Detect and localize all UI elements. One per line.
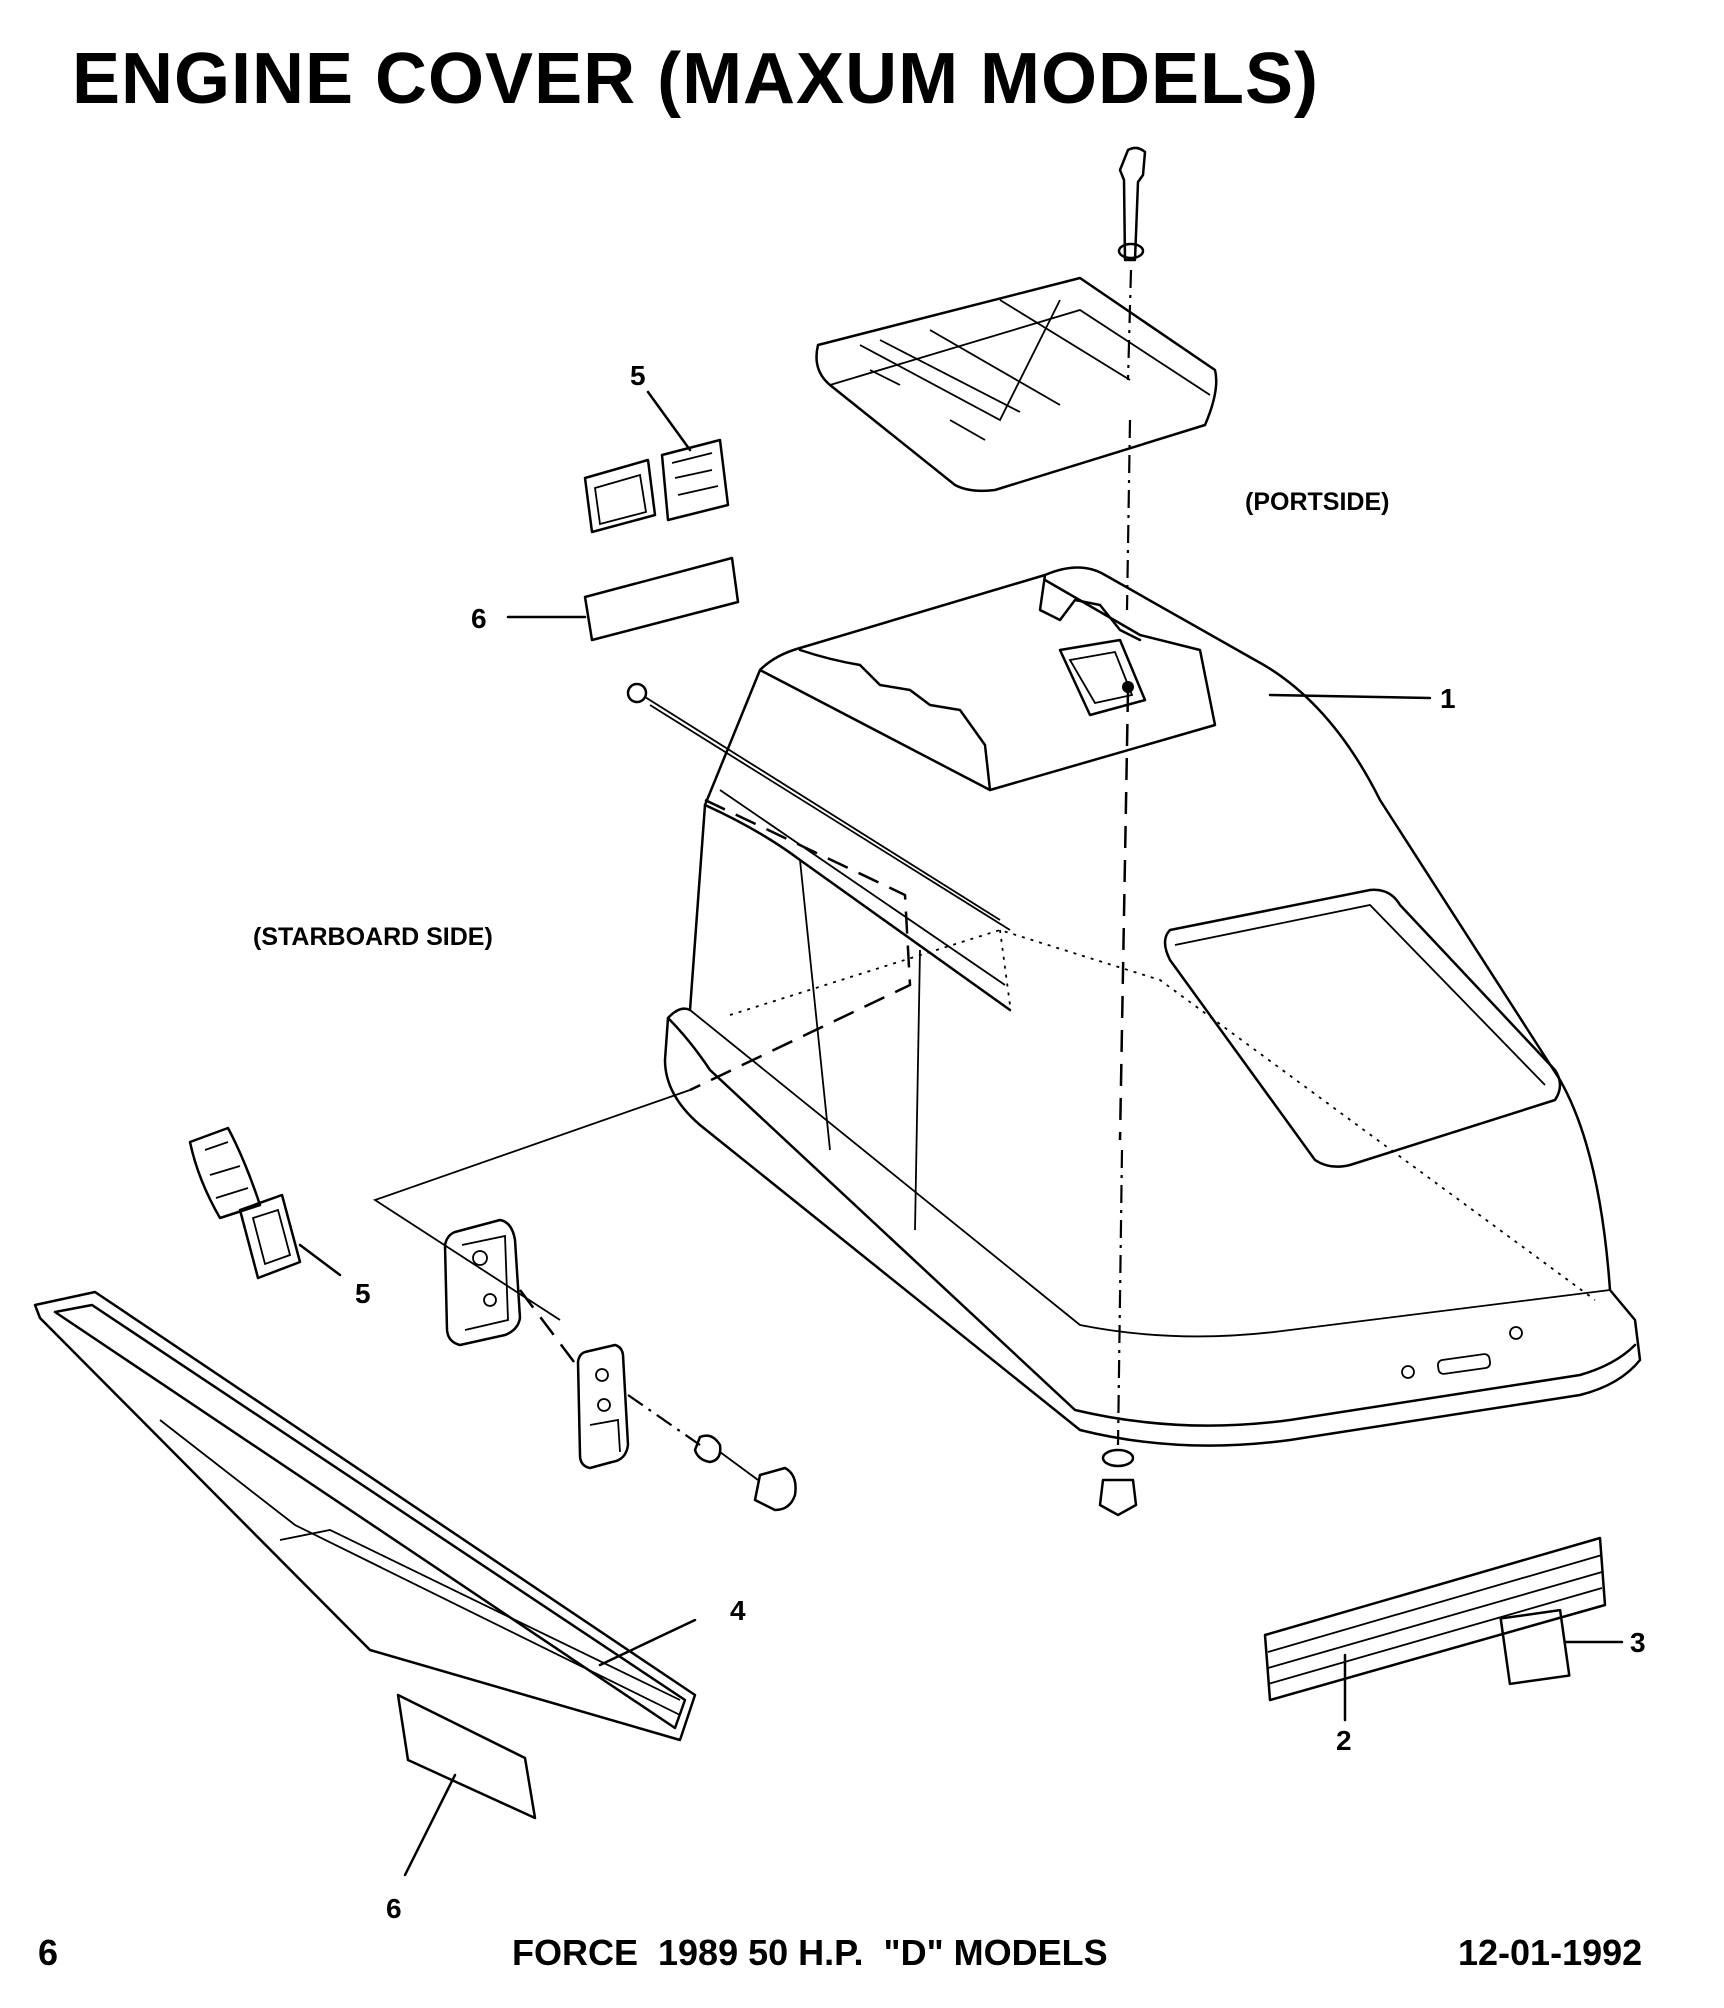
callout-5-left: 5 bbox=[355, 1278, 371, 1309]
decal-50-side bbox=[188, 1126, 302, 1280]
engine-cover-part-1 bbox=[663, 566, 1642, 1447]
decal-force-top bbox=[583, 556, 740, 642]
latch-bracket-assembly bbox=[443, 1218, 797, 1512]
top-cover-cap bbox=[815, 276, 1218, 493]
leader-lines bbox=[298, 390, 1624, 1877]
callout-6-top: 6 bbox=[471, 603, 487, 634]
label-part-3 bbox=[1499, 1608, 1571, 1686]
callout-1: 1 bbox=[1440, 683, 1456, 714]
footer-page-number: 6 bbox=[38, 1932, 59, 1973]
callout-6-bottom: 6 bbox=[386, 1893, 402, 1924]
decal-force-bottom bbox=[396, 1693, 537, 1820]
stripe-decal-part-2 bbox=[1263, 1536, 1607, 1702]
side-screw bbox=[626, 682, 1011, 931]
callout-4: 4 bbox=[730, 1595, 746, 1626]
footer-model: FORCE 1989 50 H.P. "D" MODELS bbox=[512, 1932, 1108, 1973]
callout-2: 2 bbox=[1336, 1725, 1352, 1756]
page-title: ENGINE COVER (MAXUM MODELS) bbox=[72, 39, 1320, 119]
decal-50-top bbox=[583, 438, 730, 534]
portside-label: (PORTSIDE) bbox=[1245, 488, 1389, 516]
footer-date: 12-01-1992 bbox=[1458, 1932, 1643, 1973]
reference-lines bbox=[372, 798, 1596, 1321]
callout-5-top: 5 bbox=[630, 360, 646, 391]
mounting-bolt-assembly bbox=[1098, 146, 1147, 1517]
starboard-side-label: (STARBOARD SIDE) bbox=[253, 923, 493, 951]
callout-3: 3 bbox=[1630, 1627, 1646, 1658]
stripe-decal-part-4 bbox=[33, 1290, 697, 1742]
